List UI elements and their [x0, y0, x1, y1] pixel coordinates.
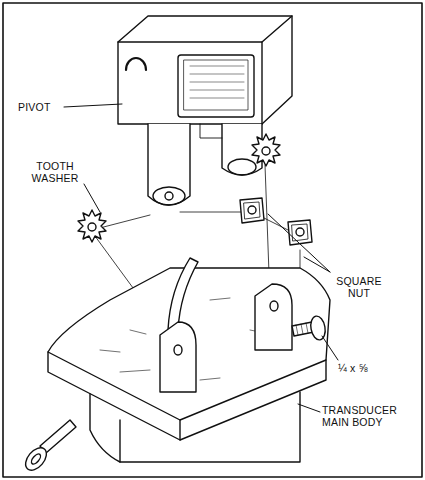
square-nut-part	[296, 228, 304, 236]
square-nut-part	[244, 202, 260, 219]
pivot-part	[262, 16, 292, 42]
transducer-body-part	[255, 284, 292, 350]
pivot-part	[118, 16, 292, 124]
pivot-part	[148, 124, 190, 205]
transducer-body-part	[119, 420, 120, 462]
leader-line	[268, 214, 330, 272]
pivot-part	[190, 90, 244, 91]
pivot-part	[178, 55, 254, 117]
bolt-part	[306, 323, 308, 333]
square-nut-part	[248, 206, 256, 214]
part-label: TOOTH WASHER	[24, 160, 86, 184]
part-label: PIVOT	[18, 101, 64, 113]
bolt-part	[30, 452, 42, 465]
pivot-part	[190, 66, 244, 98]
bolt-part	[309, 315, 327, 341]
square-nut-part	[288, 220, 312, 245]
transducer-body-part	[174, 345, 182, 355]
pivot-part	[200, 124, 222, 138]
square-nut-part	[240, 198, 264, 223]
pivot-part	[190, 66, 244, 67]
tooth-washer-part	[78, 134, 280, 242]
pivot-part	[190, 98, 244, 99]
transducer-body-part	[179, 420, 180, 440]
tooth-washer-part	[88, 223, 96, 231]
frame-border	[3, 3, 422, 477]
tooth-washer-part	[78, 210, 106, 242]
leader-line	[64, 104, 338, 412]
dimension-label: ¼ x ⅝	[338, 362, 388, 374]
transducer-body-part	[210, 298, 230, 300]
pivot-part	[118, 42, 262, 124]
pivot-part	[118, 16, 292, 205]
tooth-washer-part	[252, 134, 280, 166]
transducer-body-part	[168, 258, 198, 330]
alignment-line	[180, 212, 250, 213]
leader-line	[64, 104, 122, 107]
transducer-body-part	[120, 370, 150, 372]
leader-line	[322, 336, 338, 360]
bolt-part	[40, 420, 76, 453]
pivot-part	[126, 58, 146, 70]
bolt-part	[296, 325, 298, 335]
transducer-body-part	[100, 350, 120, 352]
transducer-body-part	[90, 392, 300, 462]
bolt-part	[301, 324, 303, 334]
leader-line	[84, 184, 100, 212]
tooth-washer-part	[262, 147, 270, 155]
transducer-body-part	[200, 378, 220, 380]
pivot-part	[190, 74, 244, 75]
transducer-body-part	[270, 301, 278, 311]
part-label: TRANSDUCER MAIN BODY	[322, 404, 406, 428]
bolt-part	[22, 315, 327, 474]
bolt-part	[296, 323, 308, 335]
pivot-part	[165, 192, 173, 200]
pivot-part	[153, 187, 185, 205]
bolt-part	[22, 444, 51, 474]
pivot-part	[190, 82, 244, 83]
pivot-part	[184, 60, 248, 110]
transducer-body-part	[48, 258, 330, 462]
pivot-part	[228, 159, 256, 175]
leader-line	[298, 404, 320, 412]
transducer-body-part	[130, 330, 146, 334]
part-label: SQUARE NUT	[326, 275, 392, 299]
leader-line	[304, 257, 330, 272]
transducer-body-part	[160, 322, 196, 392]
